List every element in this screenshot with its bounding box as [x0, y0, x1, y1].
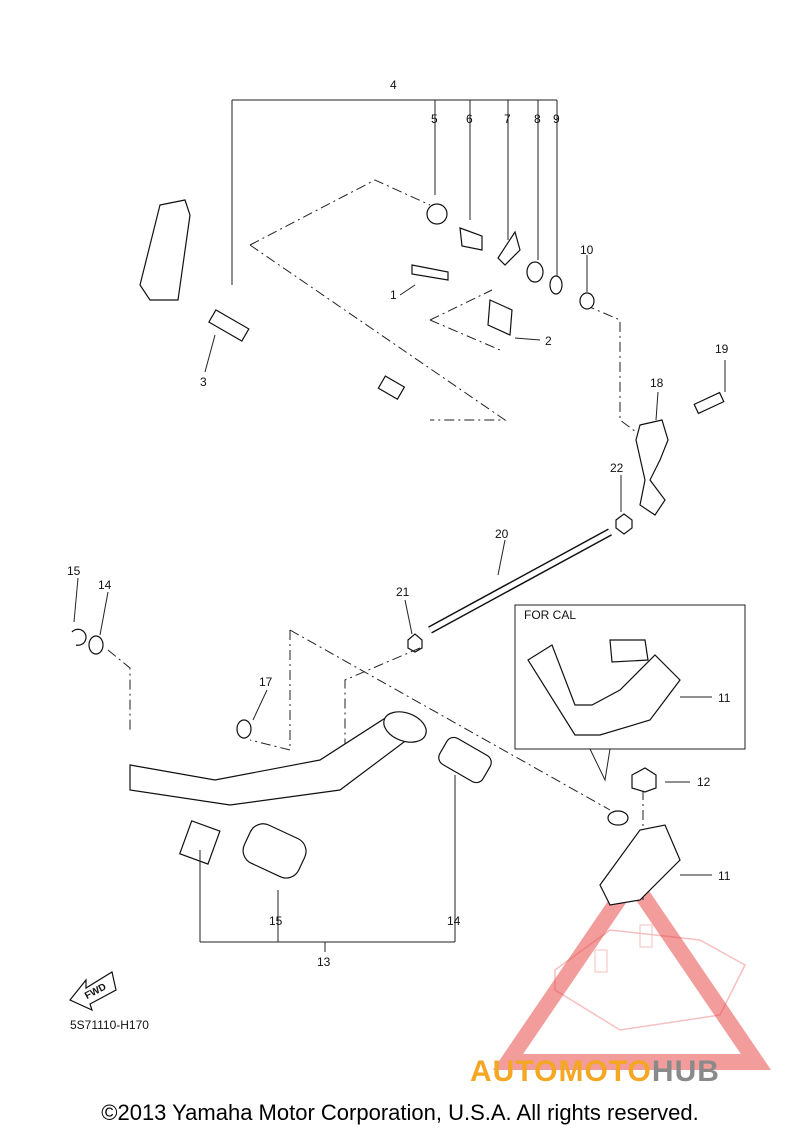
bracket-11 — [599, 767, 681, 906]
callout-22: 21 — [396, 585, 410, 599]
bracket-4 — [231, 99, 558, 285]
callout-3: 3 — [200, 375, 207, 389]
callout-23: 22 — [610, 461, 624, 475]
callout-17: 15 — [67, 564, 81, 578]
callout-13: 13 — [317, 955, 331, 969]
callout-5: 5 — [431, 112, 438, 126]
watermark-logo: AUTOMOTOHUB — [470, 1055, 720, 1089]
leader-lines — [73, 255, 726, 876]
callout-labels: 4 5 6 7 8 9 10 1 2 3 19 18 22 20 15 14 2… — [67, 78, 731, 969]
callout-6: 6 — [466, 112, 473, 126]
shift-rod — [407, 528, 612, 653]
fwd-arrow-icon: FWD — [69, 971, 117, 1012]
callout-12: 12 — [697, 775, 711, 789]
watermark-part2: HUB — [651, 1055, 720, 1088]
watermark-part1: AUTOMOTO — [470, 1055, 652, 1088]
shift-pedal — [71, 628, 492, 879]
callout-20: 19 — [715, 342, 729, 356]
shift-shaft — [139, 199, 406, 401]
callout-18: 17 — [259, 675, 273, 689]
callout-21: 20 — [495, 527, 509, 541]
bracket-13 — [199, 775, 456, 952]
callout-4: 4 — [390, 78, 397, 92]
callout-2: 2 — [545, 334, 552, 348]
watermark-parts — [554, 924, 746, 1031]
callout-16: 14 — [98, 578, 112, 592]
callout-19: 18 — [650, 376, 664, 390]
callout-11-inset: 11 — [718, 691, 731, 705]
callout-15: 15 — [269, 914, 283, 928]
inset-label: FOR CAL — [524, 608, 577, 622]
callout-8: 8 — [534, 112, 541, 126]
diagram-code: 5S71110-H170 — [70, 1018, 149, 1032]
inset-box — [514, 604, 746, 782]
callout-1: 1 — [390, 288, 397, 302]
callout-9: 9 — [553, 112, 560, 126]
assembly-lines-bottom — [107, 629, 644, 900]
top-parts — [411, 203, 725, 535]
watermark-triangle — [492, 865, 772, 1070]
callout-14: 14 — [447, 914, 461, 928]
copyright: ©2013 Yamaha Motor Corporation, U.S.A. A… — [101, 1100, 699, 1125]
callout-11: 11 — [718, 869, 731, 883]
assembly-lines-top — [249, 179, 641, 436]
callout-10: 10 — [580, 243, 594, 257]
callout-7: 7 — [504, 112, 511, 126]
